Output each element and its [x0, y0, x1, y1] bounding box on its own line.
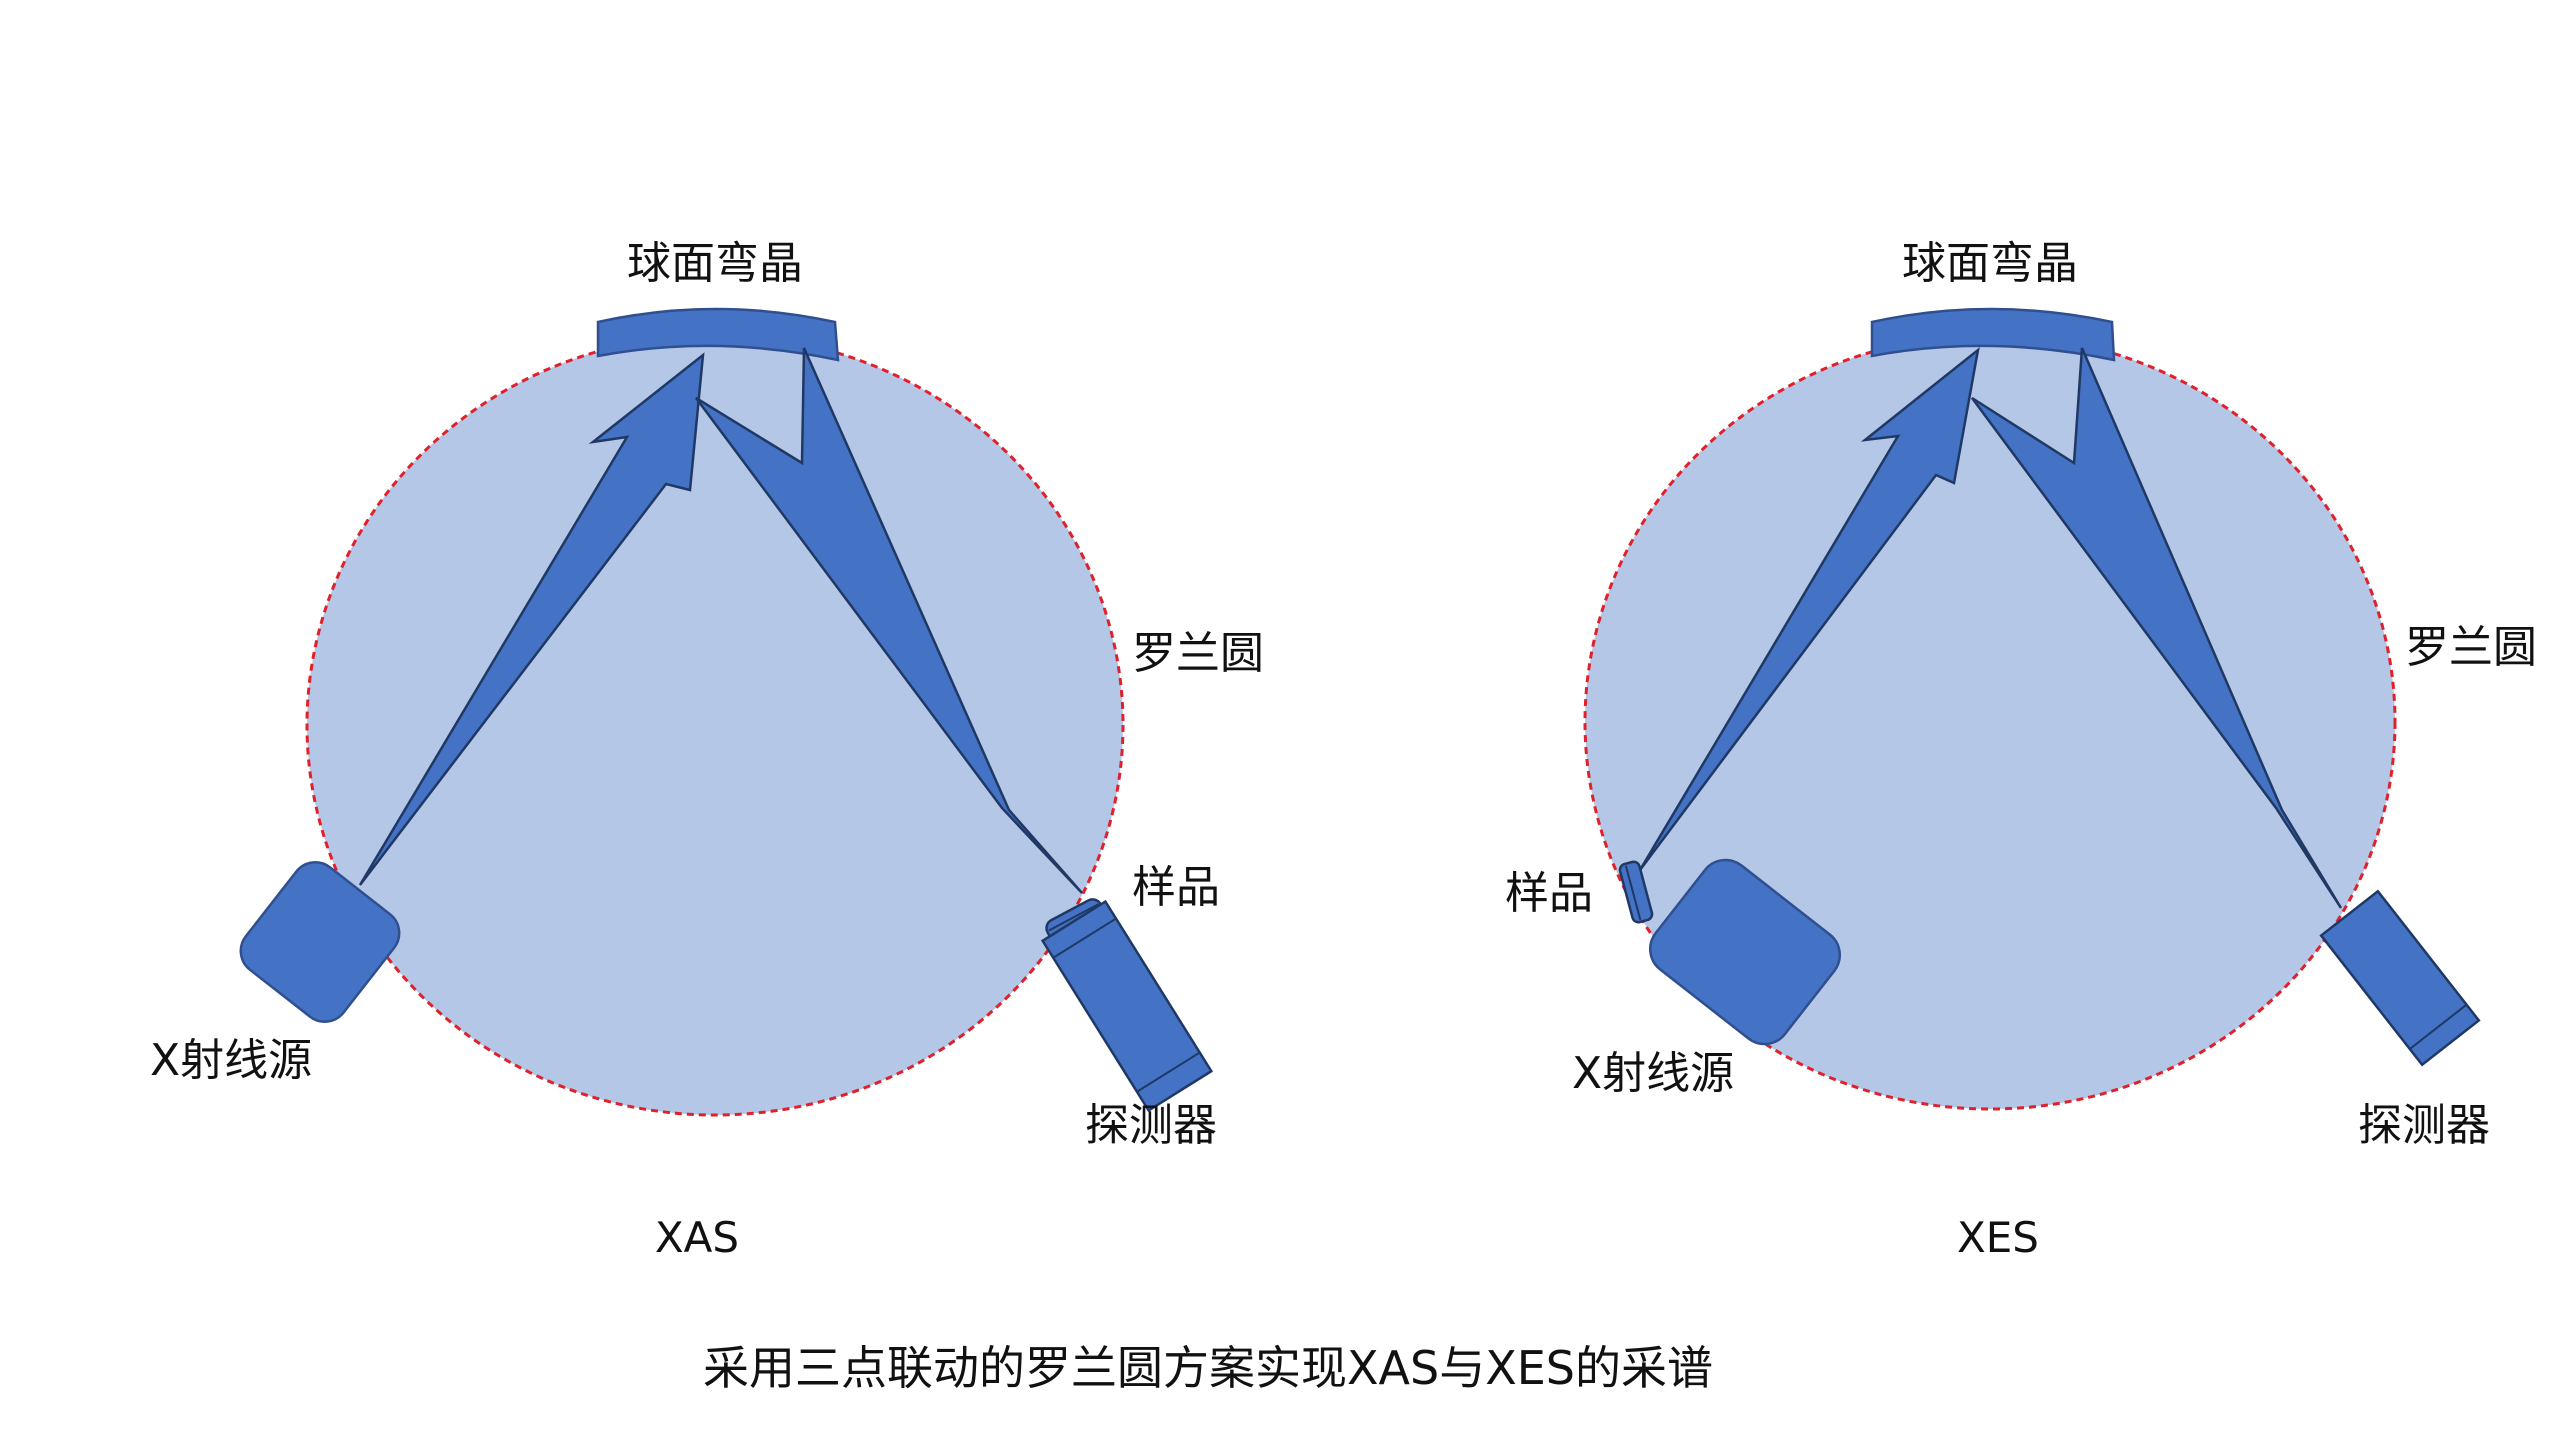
- sample: [1618, 860, 1654, 924]
- incident-beam-arrow: [358, 352, 705, 886]
- bent-crystal: [1870, 307, 2116, 362]
- sample-label: 样品: [1505, 868, 1593, 919]
- x-ray-source: [1648, 858, 1842, 1046]
- panel-caption: XAS: [655, 1213, 739, 1262]
- footer-title: 采用三点联动的罗兰圆方案实现XAS与XES的采谱: [703, 1341, 1713, 1395]
- crystal-label: 球面弯晶: [1902, 238, 2078, 289]
- panel-caption: XES: [1957, 1213, 2039, 1262]
- xas-panel: 球面弯晶 罗兰圆 样品 X射线源 探测器 XAS: [150, 238, 1264, 1262]
- rowland-circle-label: 罗兰圆: [1132, 628, 1264, 679]
- detector: [1040, 899, 1214, 1113]
- crystal-label: 球面弯晶: [627, 238, 803, 289]
- detector-label: 探测器: [1085, 1100, 1217, 1151]
- rowland-circle-label: 罗兰圆: [2405, 622, 2537, 673]
- xes-panel: 球面弯晶 罗兰圆 样品 X射线源 探测器 XES: [1505, 238, 2537, 1262]
- sample-label: 样品: [1132, 862, 1220, 913]
- incident-beam-arrow: [1638, 346, 1980, 871]
- detector: [2319, 889, 2481, 1067]
- detector-label: 探测器: [2358, 1100, 2490, 1151]
- source-label: X射线源: [1572, 1048, 1734, 1099]
- reflected-beam-arrow: [694, 347, 1083, 894]
- rowland-circle: [305, 333, 1125, 1117]
- x-ray-source: [239, 861, 401, 1023]
- bent-crystal: [596, 307, 840, 362]
- reflected-beam-arrow: [1970, 347, 2343, 909]
- source-label: X射线源: [150, 1035, 312, 1086]
